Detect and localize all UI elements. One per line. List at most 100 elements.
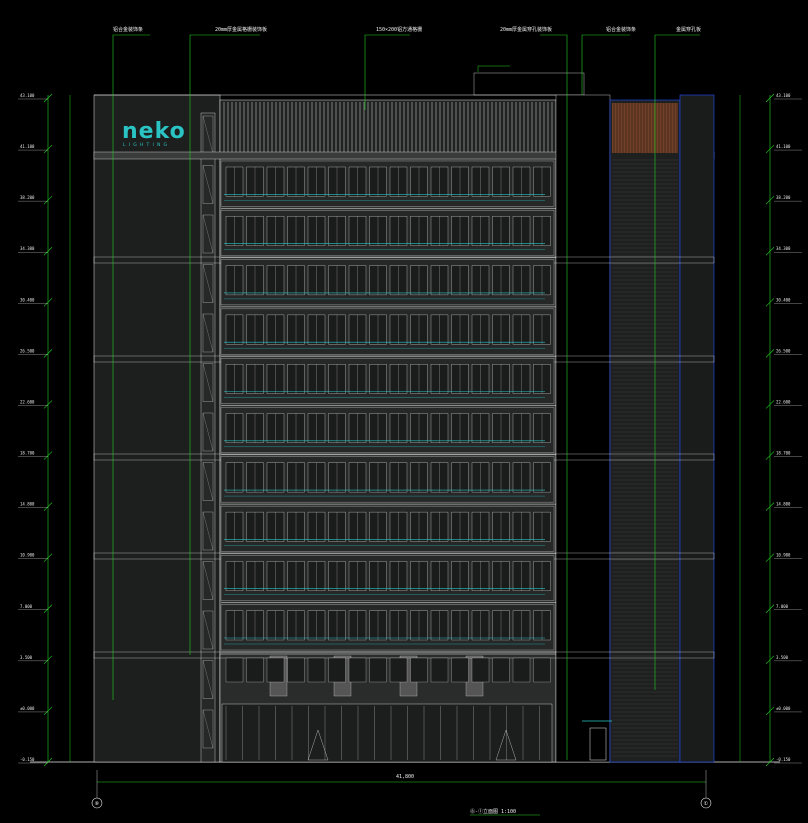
- level-label: 22.600: [776, 399, 791, 404]
- podium-window: [389, 657, 408, 683]
- dim-tick: [765, 93, 775, 103]
- podium-window: [369, 657, 387, 683]
- right-end-bay: [679, 94, 715, 763]
- core-window: [202, 264, 214, 303]
- dim-tick: [43, 757, 53, 767]
- dim-tick: [765, 655, 775, 665]
- dim-tick: [43, 553, 53, 562]
- dim-tick: [43, 604, 53, 613]
- dim-tick: [765, 604, 775, 613]
- dim-tick: [43, 451, 53, 460]
- core-window-diag: [202, 363, 214, 402]
- core-strip: [200, 112, 216, 763]
- entrance-door-swing: [495, 729, 517, 761]
- level-label: ±0.000: [776, 706, 791, 711]
- perforated-panel-block: [609, 99, 681, 763]
- dim-tick: [765, 451, 775, 460]
- dim-tick: [43, 93, 53, 103]
- left-block: [93, 94, 221, 763]
- dim-tick: [43, 349, 53, 358]
- core-window-diag: [202, 165, 214, 204]
- core-window: [202, 462, 214, 501]
- core-window-diag: [202, 412, 214, 452]
- dim-tick: [765, 757, 775, 767]
- dim-tick: [765, 144, 775, 154]
- level-label: 18.700: [20, 451, 35, 456]
- callout-label-1: 铝合金装饰条: [113, 26, 143, 33]
- core-window-diag: [202, 115, 214, 155]
- axis-label-right: ①: [704, 801, 709, 807]
- level-label: -0.150: [20, 757, 35, 762]
- podium-window: [246, 657, 264, 683]
- level-label: 22.600: [20, 399, 35, 404]
- callout-leader: [364, 34, 410, 110]
- core-window-diag: [202, 214, 214, 254]
- dim-tick: [43, 706, 53, 716]
- podium-window: [225, 657, 244, 683]
- level-labels: 43.10041.10038.20034.30030.40026.50022.6…: [20, 93, 791, 762]
- axis-label-left: ⑧: [95, 801, 100, 807]
- core-window: [202, 313, 214, 353]
- level-label: 14.800: [776, 502, 791, 507]
- callout-leader: [189, 34, 260, 655]
- dim-tick: [765, 502, 775, 511]
- core-window-diag: [202, 561, 214, 600]
- podium-window: [348, 657, 367, 683]
- core-window-diag: [202, 511, 214, 551]
- level-label: 34.300: [20, 246, 35, 251]
- core-window: [202, 165, 214, 204]
- dim-tick: [43, 247, 53, 256]
- roof-callout-leader: [477, 65, 510, 72]
- dim-tick: [43, 298, 53, 307]
- callout-label-6: 金属穿孔板: [676, 26, 701, 33]
- window-bands: [220, 160, 556, 683]
- core-window: [202, 660, 214, 699]
- level-label: 18.700: [776, 451, 791, 456]
- podium-window: [492, 657, 510, 683]
- core-window: [202, 363, 214, 402]
- level-label: 3.500: [776, 655, 789, 660]
- podium-window: [328, 657, 346, 683]
- drawing-title: ⑧-①立面图 1:100: [470, 808, 516, 815]
- logo-wordmark: neko: [122, 119, 186, 144]
- level-label: ±0.000: [20, 706, 35, 711]
- core-window-diag: [202, 462, 214, 501]
- level-label: 10.900: [20, 553, 35, 558]
- podium-window: [471, 657, 490, 683]
- service-door: [589, 727, 607, 761]
- callout-label-2: 20mm厚金属格栅装饰板: [215, 26, 267, 33]
- dim-tick: [43, 400, 53, 409]
- dim-tick: [43, 195, 53, 205]
- dim-tick: [43, 502, 53, 511]
- core-window-diag: [202, 313, 214, 353]
- core-window: [202, 214, 214, 254]
- dim-tick: [765, 400, 775, 409]
- level-label: 30.400: [20, 297, 35, 302]
- level-label: 43.100: [20, 93, 35, 98]
- right-recess: [555, 94, 611, 763]
- podium-window: [307, 657, 326, 683]
- dim-tick: [43, 655, 53, 665]
- core-window-diag: [202, 660, 214, 699]
- entrance-door-swing: [307, 729, 329, 761]
- roof-structure: [473, 72, 585, 96]
- callout-leader: [581, 34, 630, 95]
- level-label: 14.800: [20, 502, 35, 507]
- logo-subtitle: LIGHTING: [123, 142, 170, 148]
- podium-window: [287, 657, 305, 683]
- storefront: [221, 703, 553, 763]
- level-label: 38.200: [776, 195, 791, 200]
- level-label: 26.500: [20, 348, 35, 353]
- dimension-lines: [18, 93, 802, 816]
- callout-leader: [112, 34, 150, 700]
- overall-width-label: 41,800: [396, 774, 414, 780]
- dim-tick: [765, 195, 775, 205]
- core-window-diag: [202, 709, 214, 749]
- callout-label-3: 150×200铝方通格栅: [376, 26, 422, 33]
- dim-tick: [765, 706, 775, 716]
- callout-label-5: 铝合金装饰条: [606, 26, 636, 33]
- core-window: [202, 412, 214, 452]
- dim-tick: [765, 298, 775, 307]
- level-label: 26.500: [776, 348, 791, 353]
